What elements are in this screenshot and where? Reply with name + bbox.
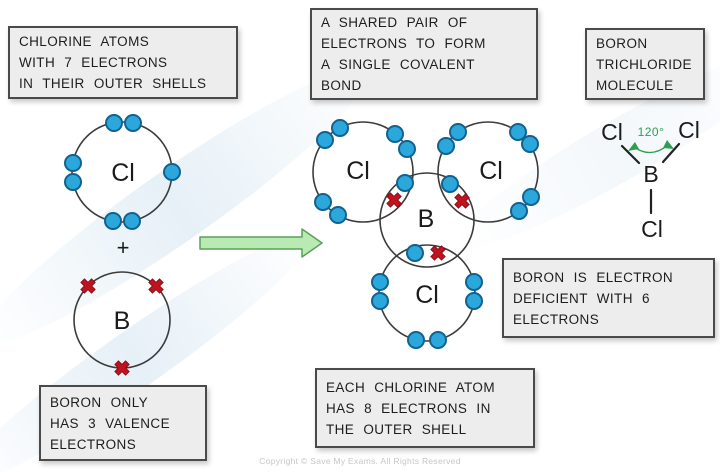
label-box-chlorine-octet: EACH CHLORINE ATOM HAS 8 ELECTRONS IN TH…	[315, 368, 535, 448]
electron-dot	[398, 140, 416, 158]
boron-symbol: B	[643, 161, 658, 187]
reaction-arrow	[199, 228, 323, 258]
label-box-electron-deficient: BORON IS ELECTRON DEFICIENT WITH 6 ELECT…	[502, 258, 715, 338]
electron-dot	[510, 202, 528, 220]
label-line: ELECTRONS	[513, 311, 600, 327]
label-line: MOLECULE	[596, 77, 674, 93]
electron-dot	[64, 154, 82, 172]
electron-dot	[123, 212, 141, 230]
label-line: ELECTRONS TO FORM	[321, 36, 486, 51]
electron-dot	[449, 123, 467, 141]
electron-dot	[104, 212, 122, 230]
shared-electron-cross	[430, 245, 446, 261]
label-line: A SHARED PAIR OF	[321, 15, 468, 30]
copyright-watermark: Copyright © Save My Exams. All Rights Re…	[259, 456, 461, 466]
chlorine-symbol: Cl	[641, 216, 663, 242]
electron-dot	[522, 188, 540, 206]
bond-line	[661, 142, 681, 164]
label-line: HAS 3 VALENCE	[50, 415, 170, 431]
product-electron-crosses	[386, 192, 470, 261]
chlorine-symbol: Cl	[346, 157, 370, 185]
electron-dot	[329, 206, 347, 224]
electron-dot	[407, 331, 425, 349]
label-line: BORON IS ELECTRON	[513, 269, 674, 285]
electron-dot	[386, 125, 404, 143]
label-line: A SINGLE COVALENT	[321, 57, 475, 72]
electron-dot	[465, 292, 483, 310]
label-line: BORON	[596, 35, 648, 51]
angle-arrowhead	[663, 140, 674, 149]
boron-electron-crosses	[80, 278, 164, 376]
electron-shell-chlorine-topleft	[312, 121, 414, 223]
label-box-boron-valence: BORON ONLY HAS 3 VALENCE ELECTRONS	[39, 385, 207, 461]
electron-cross	[80, 278, 96, 294]
reactant-boron-atom: B	[73, 271, 171, 376]
chlorine-symbol: Cl	[415, 281, 439, 309]
electron-dot	[314, 193, 332, 211]
electron-dot	[124, 114, 142, 132]
boron-symbol: B	[418, 205, 435, 233]
shared-electron-cross	[454, 193, 470, 209]
label-line: EACH CHLORINE ATOM	[326, 379, 495, 395]
chlorine-electron-dots	[64, 114, 181, 230]
boron-symbol: B	[114, 307, 131, 335]
electron-dot	[331, 119, 349, 137]
electron-dot	[105, 114, 123, 132]
electron-cross	[114, 360, 130, 376]
electron-shell-chlorine-topright	[437, 121, 539, 223]
electron-dot	[465, 273, 483, 291]
label-line: HAS 8 ELECTRONS IN	[326, 400, 491, 416]
electron-dot	[509, 123, 527, 141]
plus-sign: +	[117, 235, 130, 260]
reactant-chlorine-atom: Cl	[64, 114, 181, 230]
shared-electron-dot	[406, 244, 424, 262]
label-box-boron-trichloride: BORON TRICHLORIDE MOLECULE	[585, 28, 705, 100]
product-bcl3-molecule: Cl Cl Cl B	[312, 119, 540, 349]
electron-cross	[148, 278, 164, 294]
label-line: BOND	[321, 78, 362, 93]
structural-formula-bcl3: Cl Cl 120° B Cl	[601, 117, 700, 242]
label-line: DEFICIENT WITH 6	[513, 290, 650, 306]
chlorine-symbol: Cl	[601, 119, 623, 145]
electron-dot	[163, 163, 181, 181]
electron-dot	[429, 331, 447, 349]
bond-line	[620, 144, 641, 165]
chlorine-symbol: Cl	[678, 117, 700, 143]
electron-dot	[371, 273, 389, 291]
shared-electron-dot	[396, 174, 414, 192]
electron-dot	[64, 173, 82, 191]
shared-electron-dot	[441, 175, 459, 193]
label-box-shared-pair: A SHARED PAIR OF ELECTRONS TO FORM A SIN…	[310, 8, 538, 100]
label-line: TRICHLORIDE	[596, 56, 692, 72]
chlorine-symbol: Cl	[111, 159, 135, 187]
label-line: WITH 7 ELECTRONS	[19, 55, 168, 70]
electron-dot	[521, 135, 539, 153]
label-line: CHLORINE ATOMS	[19, 34, 150, 49]
product-electron-dots	[314, 119, 540, 349]
label-line: ELECTRONS	[50, 436, 137, 452]
angle-arrowhead	[628, 142, 639, 151]
electron-dot	[316, 131, 334, 149]
electron-dot	[437, 137, 455, 155]
chlorine-symbol: Cl	[479, 157, 503, 185]
electron-dot	[371, 292, 389, 310]
label-line: BORON ONLY	[50, 394, 149, 410]
electron-shell-boron	[379, 172, 475, 268]
label-line: THE OUTER SHELL	[326, 421, 467, 437]
label-box-chlorine-atoms: CHLORINE ATOMS WITH 7 ELECTRONS IN THEIR…	[8, 26, 238, 99]
shared-electron-cross	[386, 192, 402, 208]
label-line: IN THEIR OUTER SHELLS	[19, 76, 207, 91]
bond-angle-arc	[633, 144, 669, 154]
bond-angle-label: 120°	[638, 125, 665, 139]
